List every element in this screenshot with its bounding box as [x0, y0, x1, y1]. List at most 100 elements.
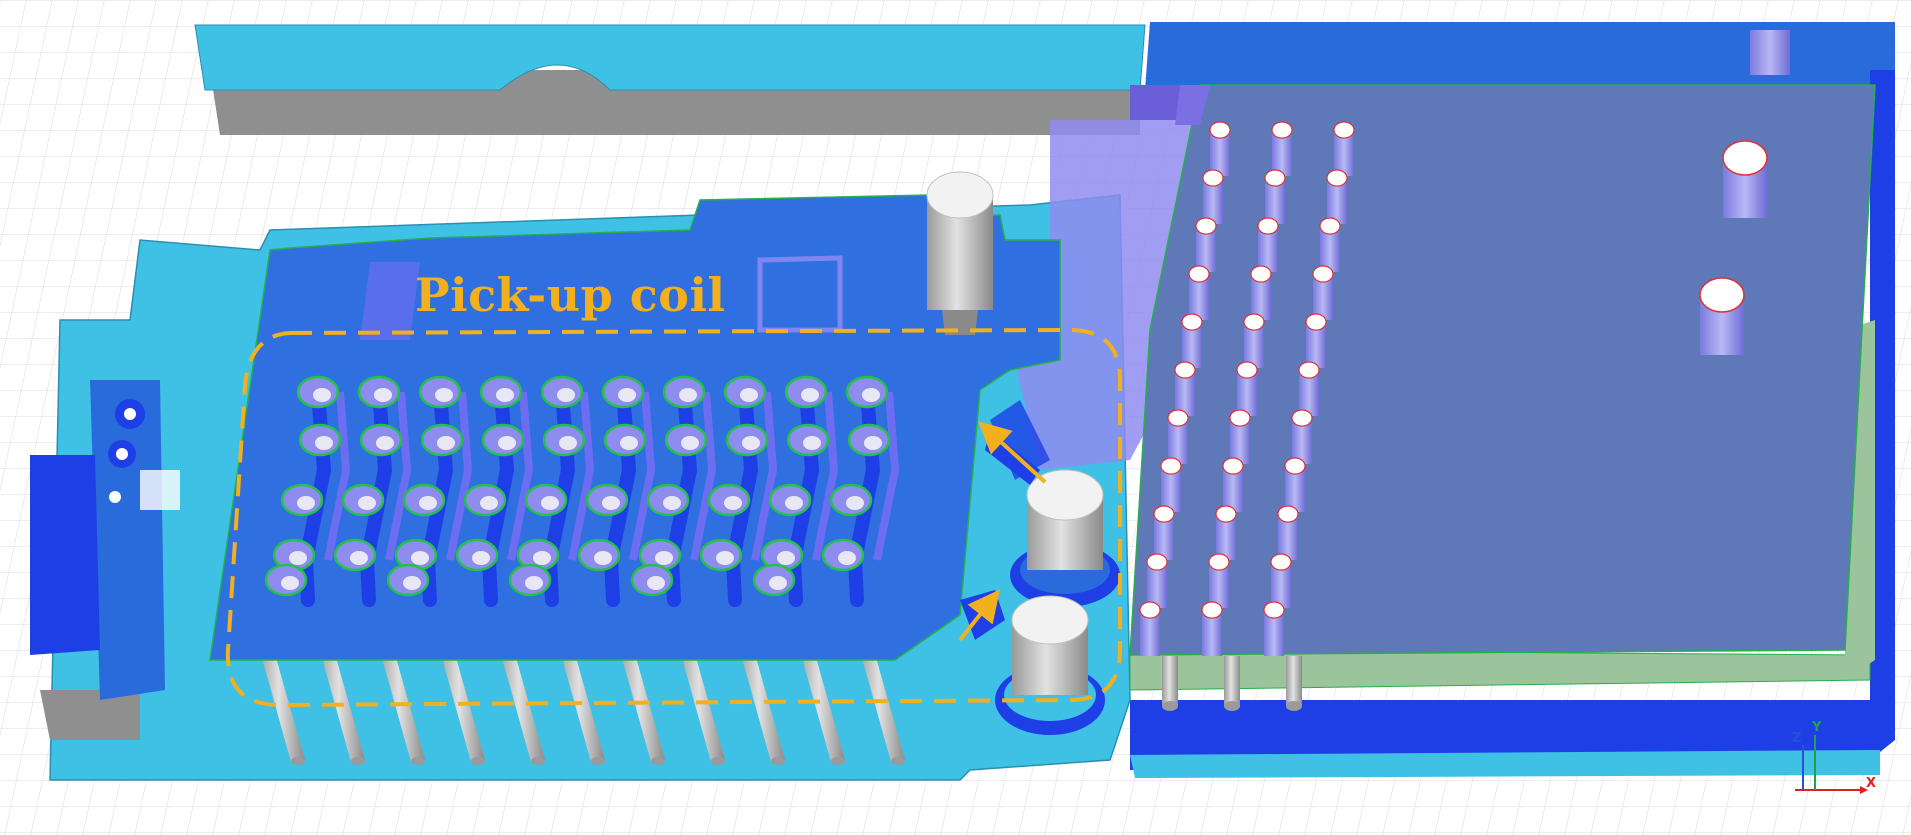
via-icon — [725, 423, 769, 457]
pin-icon — [1264, 169, 1286, 224]
via-icon — [298, 423, 342, 457]
pin-icon — [1139, 601, 1161, 656]
pick-up-coil-outline — [225, 327, 1122, 708]
large-board — [1129, 84, 1876, 656]
axis-triad — [1795, 735, 1868, 794]
via-icon — [699, 538, 743, 572]
pin-icon — [1236, 361, 1258, 416]
arrow-icon — [978, 421, 1047, 484]
left-connector — [30, 380, 180, 740]
via-icon — [481, 423, 525, 457]
axis-x-label: X — [1866, 776, 1877, 791]
pin-icon — [1181, 313, 1203, 368]
pin-icon — [1699, 277, 1745, 355]
pin-icon — [1312, 265, 1334, 320]
pin-icon — [1146, 553, 1168, 608]
via-icon — [333, 538, 377, 572]
via-icon — [280, 483, 324, 517]
via-icon — [585, 483, 629, 517]
pick-up-coil-label: Pick-up coil — [415, 268, 726, 322]
via-icon — [847, 423, 891, 457]
via-icon — [420, 423, 464, 457]
fastener-icon — [1010, 469, 1120, 607]
pin-icon — [1277, 505, 1299, 560]
via-icon — [479, 375, 523, 409]
pin-icon — [1750, 30, 1790, 75]
via-icon — [784, 375, 828, 409]
via-icon — [601, 375, 645, 409]
pin-icon — [1270, 553, 1292, 608]
via-icon — [662, 375, 706, 409]
pin-icon — [1201, 601, 1223, 656]
via-icon — [402, 483, 446, 517]
pin-icon — [1160, 457, 1182, 512]
pin-icon — [1250, 265, 1272, 320]
top-bracket — [194, 24, 1146, 135]
via-icon — [603, 423, 647, 457]
via-icon — [821, 538, 865, 572]
pin-icon — [1202, 169, 1224, 224]
via-icon — [760, 538, 804, 572]
pin-icon — [1243, 313, 1265, 368]
fastener-icon — [926, 171, 994, 335]
post-group — [1699, 30, 1790, 355]
pin-icon — [1153, 505, 1175, 560]
arrow-icon-group — [958, 421, 1047, 642]
pin-icon — [1305, 313, 1327, 368]
via-icon — [646, 483, 690, 517]
via-icon — [752, 563, 796, 597]
pin-icon — [1209, 121, 1231, 176]
pin-icon — [1319, 217, 1341, 272]
pin-icon — [1284, 457, 1306, 512]
coil-traces — [264, 375, 900, 607]
arrow-icon — [958, 589, 1000, 642]
pin-icon — [1286, 656, 1302, 711]
via-icon — [630, 563, 674, 597]
via-icon — [296, 375, 340, 409]
via-icon — [524, 483, 568, 517]
pin-icon — [1174, 361, 1196, 416]
pin-icon — [1208, 553, 1230, 608]
via-icon — [723, 375, 767, 409]
via-icon — [542, 423, 586, 457]
pin-icon — [1298, 361, 1320, 416]
pin-icon — [1333, 121, 1355, 176]
via-icon — [359, 423, 403, 457]
via-icon — [386, 563, 430, 597]
via-icon — [829, 483, 873, 517]
via-icon — [341, 483, 385, 517]
board-pin-grid — [1139, 121, 1355, 711]
pin-icon — [1222, 457, 1244, 512]
pin-icon — [1326, 169, 1348, 224]
via-icon — [540, 375, 584, 409]
pin-icon — [1224, 656, 1240, 711]
via-icon — [508, 563, 552, 597]
pin-icon — [1162, 656, 1178, 711]
via-icon — [577, 538, 621, 572]
via-icon — [357, 375, 401, 409]
via-icon — [768, 483, 812, 517]
pin-icon — [1195, 217, 1217, 272]
pin-icon — [1263, 601, 1285, 656]
via-icon — [638, 538, 682, 572]
pin-icon — [1291, 409, 1313, 464]
pin-icon — [1722, 140, 1768, 218]
via-icon — [418, 375, 462, 409]
via-icon — [786, 423, 830, 457]
via-icon — [264, 563, 308, 597]
via-icon — [664, 423, 708, 457]
pin-icon — [1271, 121, 1293, 176]
via-icon — [845, 375, 889, 409]
axis-y-label: Y — [1812, 720, 1822, 735]
pin-icon — [1229, 409, 1251, 464]
right-dark-block — [1130, 22, 1895, 778]
pin-icon — [1215, 505, 1237, 560]
via-icon — [272, 538, 316, 572]
pin-icon — [1167, 409, 1189, 464]
pin-icon — [1257, 217, 1279, 272]
via-icon — [463, 483, 507, 517]
via-icon — [455, 538, 499, 572]
via-icon — [707, 483, 751, 517]
